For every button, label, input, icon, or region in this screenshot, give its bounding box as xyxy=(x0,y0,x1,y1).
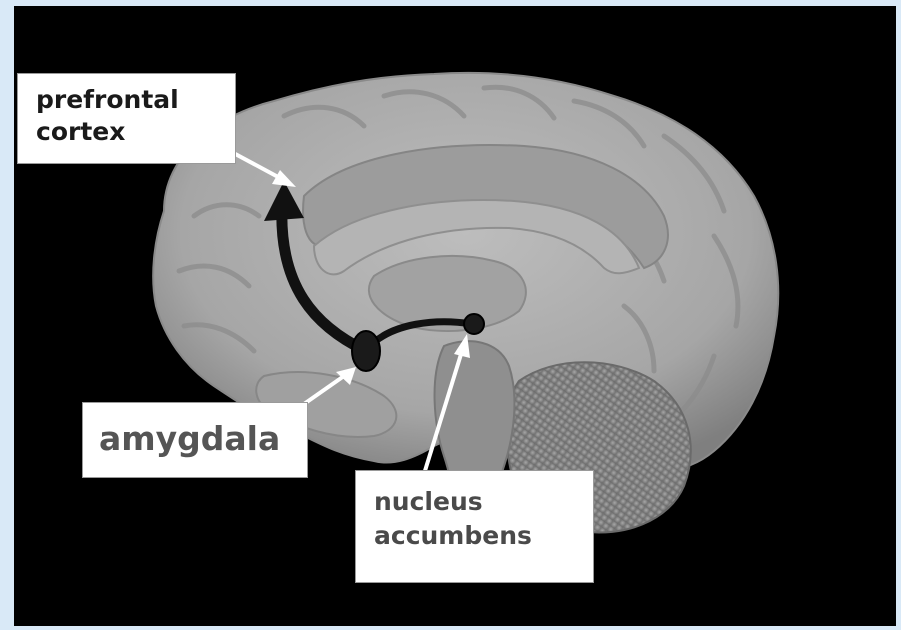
diagram-stage: prefrontal cortex amygdala nucleus accum… xyxy=(14,6,896,626)
amygdala-node xyxy=(352,331,380,371)
label-prefrontal-line1: prefrontal xyxy=(36,84,235,116)
label-amygdala-text: amygdala xyxy=(99,419,307,459)
nucleus-accumbens-node xyxy=(464,314,484,334)
label-nucleus-line2: accumbens xyxy=(374,519,593,553)
label-prefrontal-cortex: prefrontal cortex xyxy=(17,73,236,164)
label-nucleus-line1: nucleus xyxy=(374,485,593,519)
label-prefrontal-line2: cortex xyxy=(36,116,235,148)
label-nucleus-accumbens: nucleus accumbens xyxy=(355,470,594,583)
label-amygdala: amygdala xyxy=(82,402,308,478)
